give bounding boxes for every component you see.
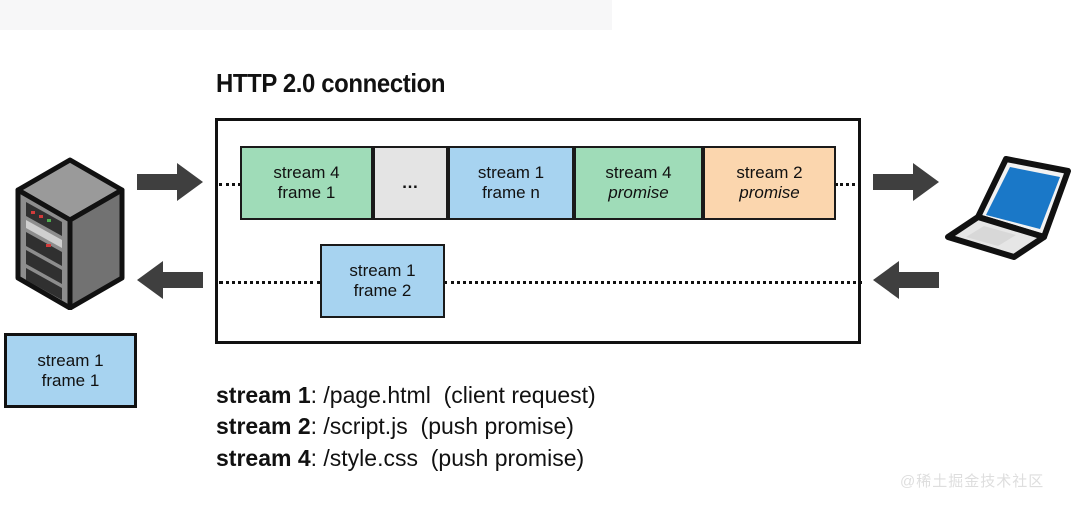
frame-box-ellipsis: … xyxy=(373,146,448,220)
frame-box-stream1-framen: stream 1 frame n xyxy=(448,146,574,220)
client-frame-box: stream 1 frame 1 xyxy=(4,333,137,408)
background-band xyxy=(0,0,612,30)
frame-box-stream4-promise: stream 4 promise xyxy=(574,146,703,220)
server-icon xyxy=(10,150,130,310)
ellipsis-label: … xyxy=(401,173,420,193)
arrow-left-icon-client-out xyxy=(873,261,939,299)
legend-note: (push promise) xyxy=(420,413,574,440)
laptop-icon xyxy=(940,145,1080,265)
page-title: HTTP 2.0 connection xyxy=(216,68,446,98)
client-frame-line2: frame 1 xyxy=(41,370,100,390)
legend-stream-name: stream 4 xyxy=(216,444,311,471)
legend-note: (client request) xyxy=(443,382,596,408)
legend-sep: : xyxy=(310,382,324,408)
legend-path: /script.js xyxy=(323,413,408,440)
watermark: @稀土掘金技术社区 xyxy=(900,473,1045,490)
frame-line2: promise xyxy=(608,183,669,202)
arrow-left-icon-server-in xyxy=(137,261,203,299)
stream-legend: stream 1: /page.html (client request) st… xyxy=(216,380,596,474)
legend-stream-name: stream 2 xyxy=(216,413,311,440)
legend-row-stream1: stream 1: /page.html (client request) xyxy=(216,380,596,411)
legend-row-stream2: stream 2: /script.js (push promise) xyxy=(216,411,596,442)
frame-line2: frame 1 xyxy=(277,183,336,202)
arrow-right-icon-client-in xyxy=(873,163,939,201)
frame-line1: stream 4 xyxy=(605,163,672,183)
frame-box-stream4-frame1: stream 4 frame 1 xyxy=(240,146,373,220)
frame-line1: stream 2 xyxy=(736,163,803,183)
client-frame-line1: stream 1 xyxy=(37,350,104,370)
legend-note: (push promise) xyxy=(430,444,585,471)
frame-box-stream2-promise: stream 2 promise xyxy=(703,146,836,220)
legend-row-stream4: stream 4: /style.css (push promise) xyxy=(216,443,596,474)
flow-line-top-left xyxy=(219,183,241,186)
frame-line2: promise xyxy=(739,183,800,202)
frame-line1: stream 1 xyxy=(349,261,416,281)
legend-sep: : xyxy=(310,413,324,440)
flow-line-top-right xyxy=(835,183,861,186)
legend-sep: : xyxy=(310,444,324,471)
legend-path: /page.html xyxy=(323,382,431,408)
arrow-right-icon-server-out xyxy=(137,163,203,201)
legend-stream-name: stream 1 xyxy=(216,382,311,408)
frame-line2: frame n xyxy=(482,183,540,202)
flow-line-bottom-right xyxy=(444,281,862,284)
frame-line2: frame 2 xyxy=(353,281,412,300)
legend-path: /style.css xyxy=(323,444,418,471)
frame-line1: stream 1 xyxy=(477,163,545,183)
frame-line1: stream 4 xyxy=(273,163,340,183)
flow-line-bottom-left xyxy=(219,281,321,284)
frame-box-stream1-frame2: stream 1 frame 2 xyxy=(320,244,445,318)
